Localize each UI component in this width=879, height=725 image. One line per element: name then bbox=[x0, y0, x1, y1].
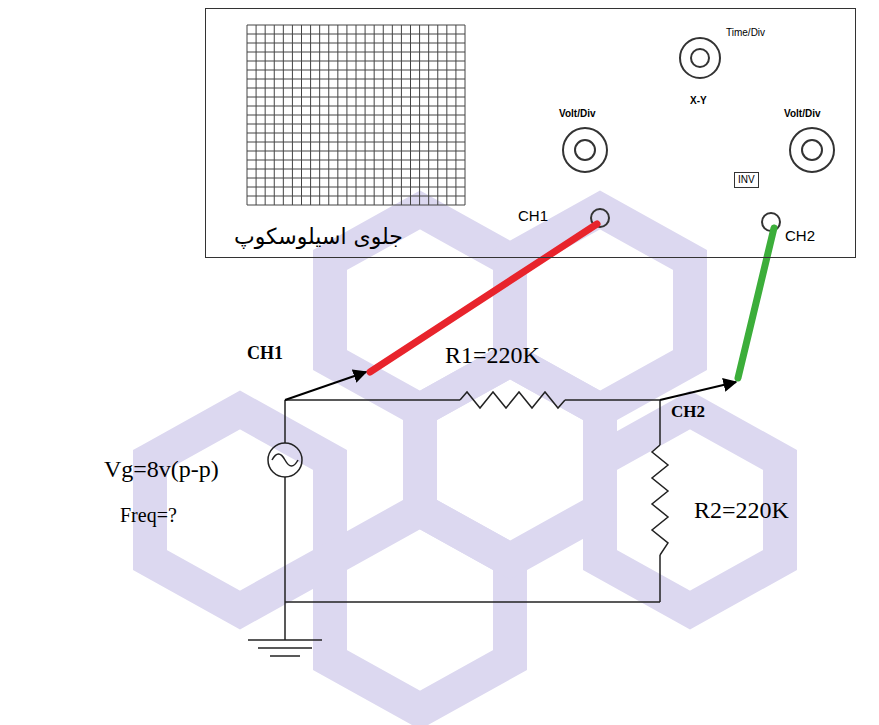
ch1-probe-lead bbox=[370, 224, 597, 372]
jack-label: CH2 bbox=[785, 228, 815, 245]
ground-symbol bbox=[258, 647, 312, 649]
probe-arrow bbox=[285, 372, 366, 400]
knob-label: Time/Div bbox=[726, 27, 765, 38]
grid-line bbox=[247, 43, 465, 44]
grid-line bbox=[247, 61, 465, 62]
component-label: R2=220K bbox=[694, 497, 789, 523]
grid-line bbox=[247, 115, 465, 116]
volt-knob-inner bbox=[575, 140, 595, 160]
grid-line bbox=[247, 52, 465, 53]
wire bbox=[284, 477, 286, 640]
node-text: INV bbox=[738, 174, 755, 186]
time-knob-inner bbox=[691, 49, 709, 67]
grid-line bbox=[247, 133, 465, 134]
source-symbol bbox=[268, 443, 302, 477]
grid-line bbox=[247, 142, 465, 143]
ground-symbol bbox=[270, 655, 300, 657]
watermark bbox=[150, 210, 780, 710]
wire bbox=[285, 399, 460, 401]
grid-line bbox=[247, 88, 465, 89]
grid-line bbox=[247, 187, 465, 188]
wire bbox=[565, 399, 660, 401]
grid-line bbox=[247, 169, 465, 170]
grid-line bbox=[247, 205, 465, 206]
grid-line bbox=[247, 124, 465, 125]
scope-screen bbox=[247, 25, 465, 205]
grid-line bbox=[247, 97, 465, 98]
jack-label: CH1 bbox=[518, 208, 548, 225]
grid-line bbox=[247, 178, 465, 179]
grid-line bbox=[247, 196, 465, 197]
grid-line bbox=[247, 106, 465, 107]
ground-symbol bbox=[248, 639, 322, 641]
knob-label: Volt/Div bbox=[784, 108, 820, 119]
grid-line bbox=[247, 70, 465, 71]
probe-arrow bbox=[660, 382, 736, 400]
knob-label: X-Y bbox=[690, 95, 707, 106]
sine-symbol bbox=[272, 454, 298, 466]
node-text: جلوی اسیلوسکوپ bbox=[234, 224, 403, 249]
resistor-symbol bbox=[460, 392, 565, 408]
probe-label: CH1 bbox=[247, 344, 283, 364]
wire bbox=[285, 601, 660, 603]
grid-line bbox=[247, 79, 465, 80]
grid-line bbox=[247, 25, 465, 26]
knobs bbox=[563, 38, 834, 231]
knob-label: Volt/Div bbox=[559, 108, 595, 119]
grid-line bbox=[247, 160, 465, 161]
component-label: R1=220K bbox=[445, 342, 540, 368]
volt-knob bbox=[563, 128, 607, 172]
grid-line bbox=[247, 34, 465, 35]
source-label: Vg=8v(p-p) bbox=[104, 456, 219, 482]
time-knob bbox=[680, 38, 720, 78]
source-label: Freq=? bbox=[120, 504, 177, 526]
resistor-symbol bbox=[652, 445, 668, 555]
ch2-probe-lead bbox=[738, 228, 774, 378]
volt-knob bbox=[790, 128, 834, 172]
probe-label: CH2 bbox=[671, 403, 705, 422]
wire bbox=[284, 400, 286, 443]
wire bbox=[659, 555, 661, 602]
grid-line bbox=[247, 151, 465, 152]
wire bbox=[659, 400, 661, 445]
circuit bbox=[248, 392, 668, 656]
volt-knob-inner bbox=[802, 140, 822, 160]
inv-button: INV bbox=[734, 172, 759, 188]
